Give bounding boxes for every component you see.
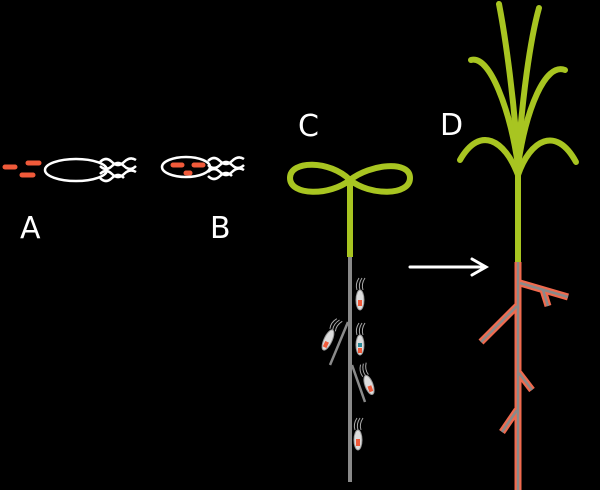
panel-b: B	[160, 155, 245, 246]
seed-a	[43, 157, 137, 183]
mature-plant-shoot	[457, 1, 579, 265]
colonized-root-hairs	[321, 277, 375, 451]
seed-b	[160, 155, 245, 181]
root-hairs	[328, 321, 367, 403]
panel-d: D	[440, 1, 579, 490]
label-c: C	[298, 109, 319, 144]
label-b: B	[210, 211, 231, 246]
label-d: D	[440, 108, 463, 143]
bacteria-inside	[170, 162, 206, 176]
panel-c: C	[287, 109, 413, 482]
bacteria-outside	[2, 160, 42, 178]
panel-a: A	[2, 157, 137, 246]
mature-plant-root	[478, 262, 569, 490]
label-a: A	[20, 211, 41, 246]
right-arrow-icon	[408, 257, 490, 277]
